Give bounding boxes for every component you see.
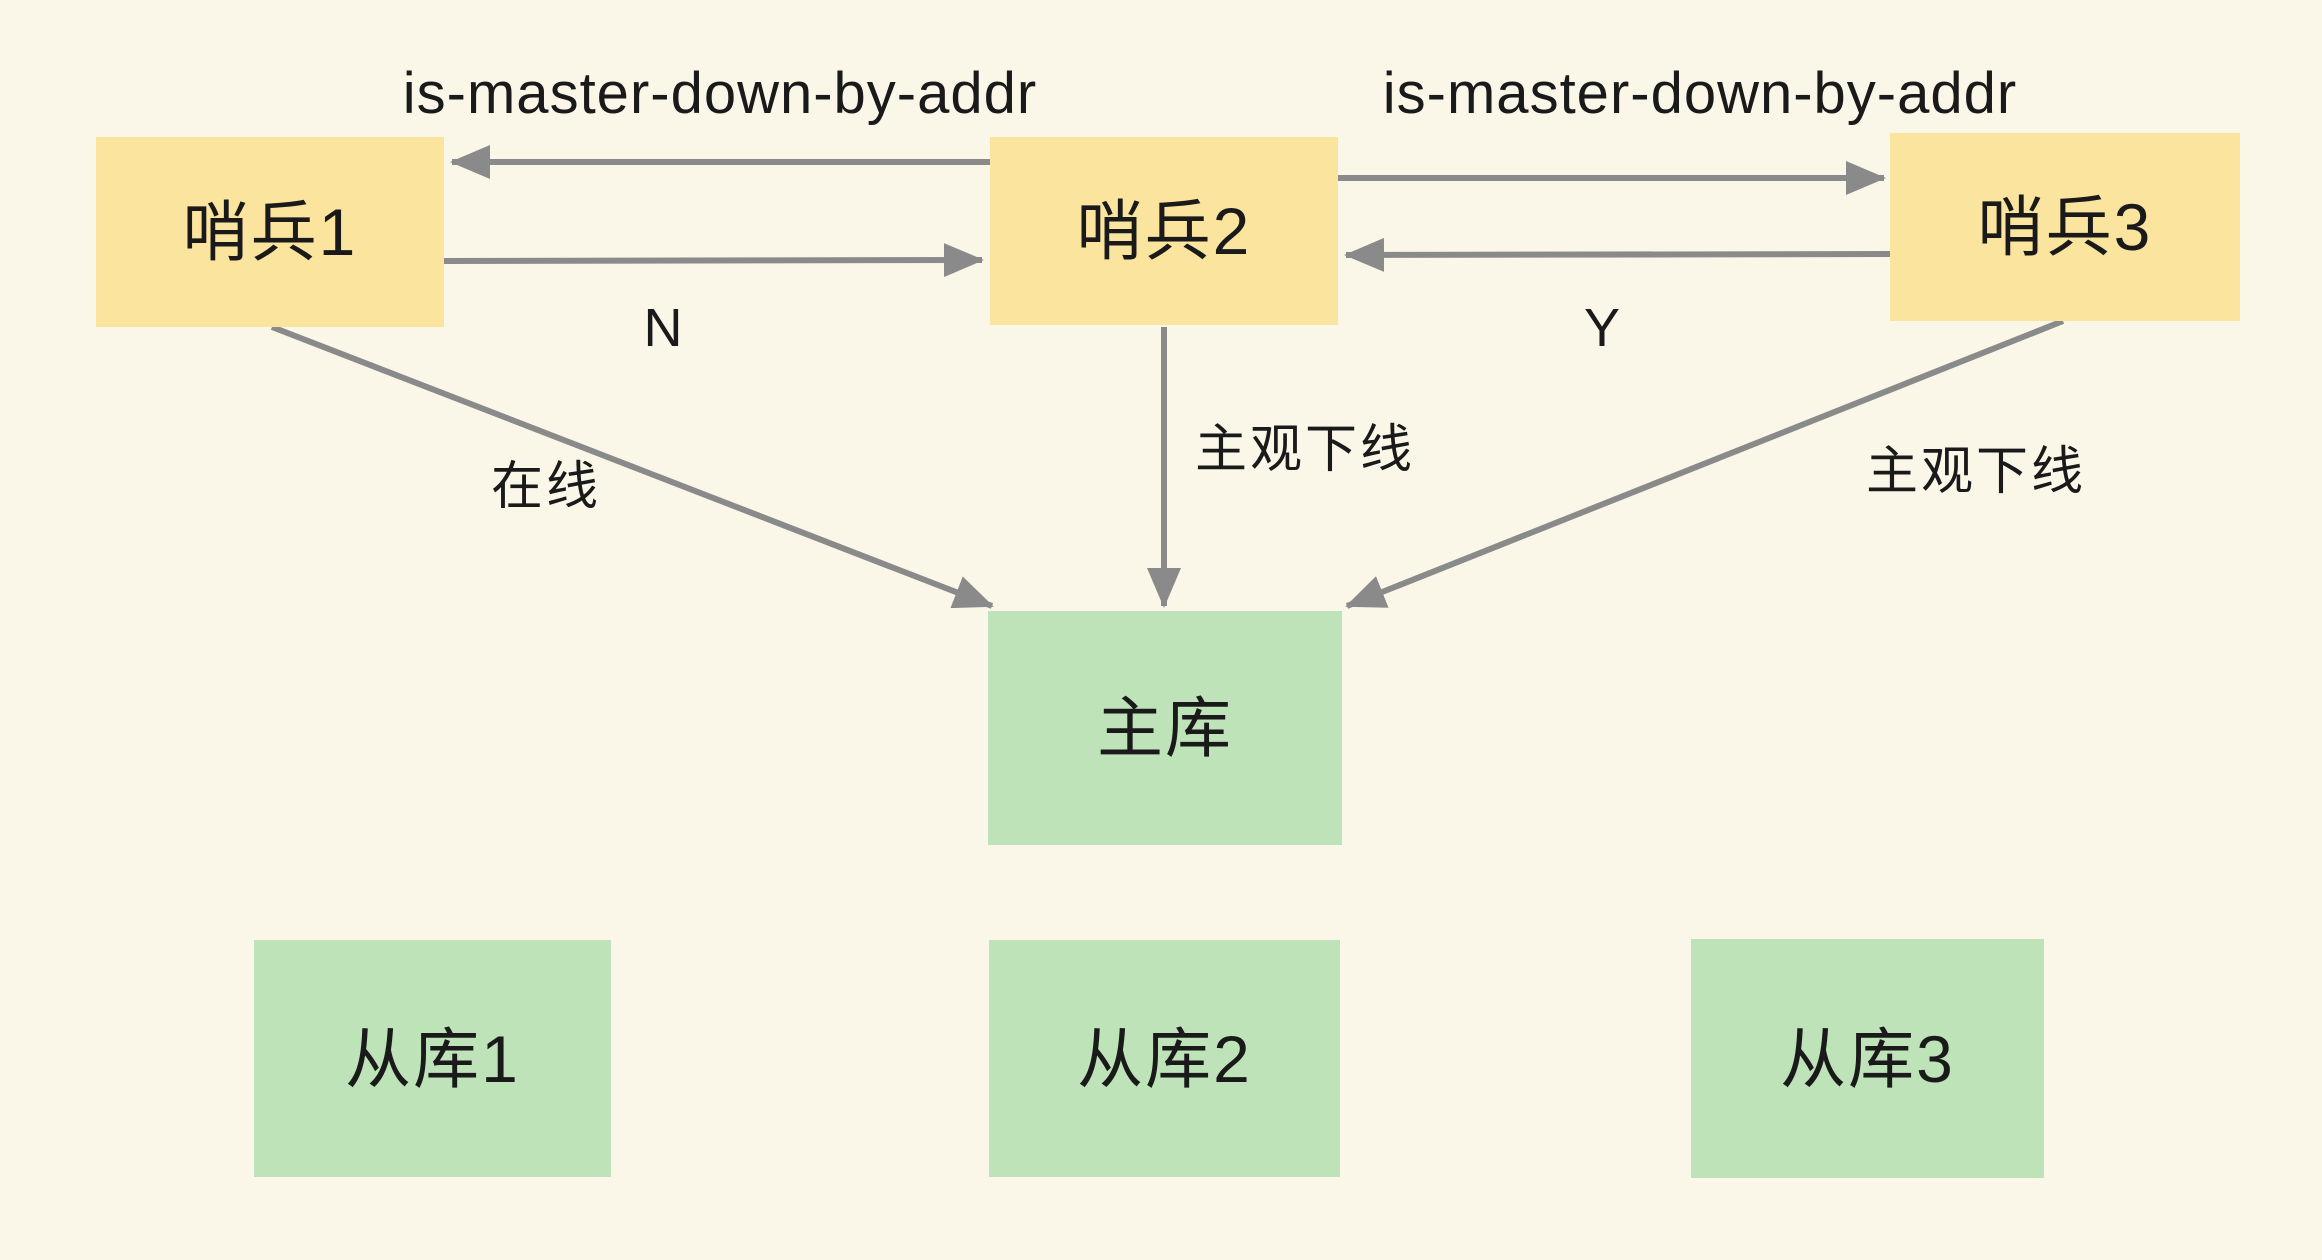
node-sentinel-1-label: 哨兵1: [182, 195, 358, 269]
arrow-sentinel1-to-master: [270, 324, 994, 609]
node-sentinel-1: 哨兵1: [96, 137, 444, 327]
edge-label-n: N: [643, 298, 683, 358]
node-sentinel-2: 哨兵2: [990, 137, 1338, 325]
arrow-sentinel1-to-sentinel2: [443, 243, 984, 278]
edge-label-y: Y: [1583, 298, 1621, 358]
node-slave-db-2: 从库2: [989, 940, 1340, 1177]
node-slave-db-2-label: 从库2: [1077, 1021, 1252, 1096]
node-sentinel-3: 哨兵3: [1890, 133, 2240, 321]
node-slave-db-1: 从库1: [254, 940, 611, 1177]
node-slave-db-1-label: 从库1: [345, 1021, 520, 1096]
edge-label-online: 在线: [490, 458, 602, 516]
edge-label-is-master-down-right: is-master-down-by-addr: [1382, 61, 2018, 126]
node-master-db-label: 主库: [1097, 691, 1233, 765]
arrow-sentinel3-to-sentinel2: [1344, 237, 1891, 272]
edge-label-subjective-down-right: 主观下线: [1865, 443, 2087, 501]
node-slave-db-3-label: 从库3: [1780, 1021, 1955, 1096]
node-master-db: 主库: [988, 611, 1342, 845]
node-sentinel-2-label: 哨兵2: [1076, 194, 1252, 268]
node-sentinel-3-label: 哨兵3: [1977, 190, 2153, 264]
edge-label-is-master-down-left: is-master-down-by-addr: [402, 61, 1038, 126]
node-slave-db-3: 从库3: [1691, 939, 2044, 1178]
edge-label-subjective-down-middle: 主观下线: [1194, 421, 1416, 479]
arrow-sentinel3-to-master: [1345, 318, 2065, 609]
